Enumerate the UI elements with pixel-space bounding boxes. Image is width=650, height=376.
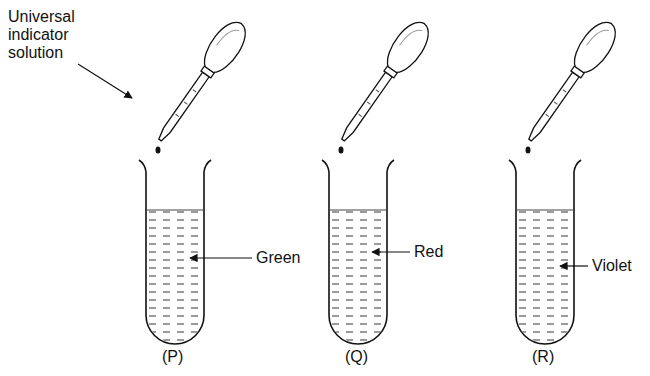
leader-line xyxy=(560,265,588,266)
drop xyxy=(339,147,344,154)
dropper xyxy=(148,16,253,149)
colour-label: Red xyxy=(414,243,443,261)
tube-label: (Q) xyxy=(345,348,368,366)
tube-label: (P) xyxy=(162,348,183,366)
colour-label: Violet xyxy=(592,257,632,275)
dropper xyxy=(518,16,623,149)
dropper xyxy=(331,16,436,149)
colour-label: Green xyxy=(256,249,300,267)
indicator-label: Universal indicator solution xyxy=(8,8,92,62)
leader-line xyxy=(190,257,252,258)
test-tube xyxy=(509,160,581,344)
leader-line xyxy=(372,251,410,252)
drop xyxy=(526,147,531,154)
test-tube xyxy=(139,160,211,344)
drop xyxy=(156,147,161,154)
leader-line xyxy=(78,64,132,98)
tube-label: (R) xyxy=(532,348,554,366)
